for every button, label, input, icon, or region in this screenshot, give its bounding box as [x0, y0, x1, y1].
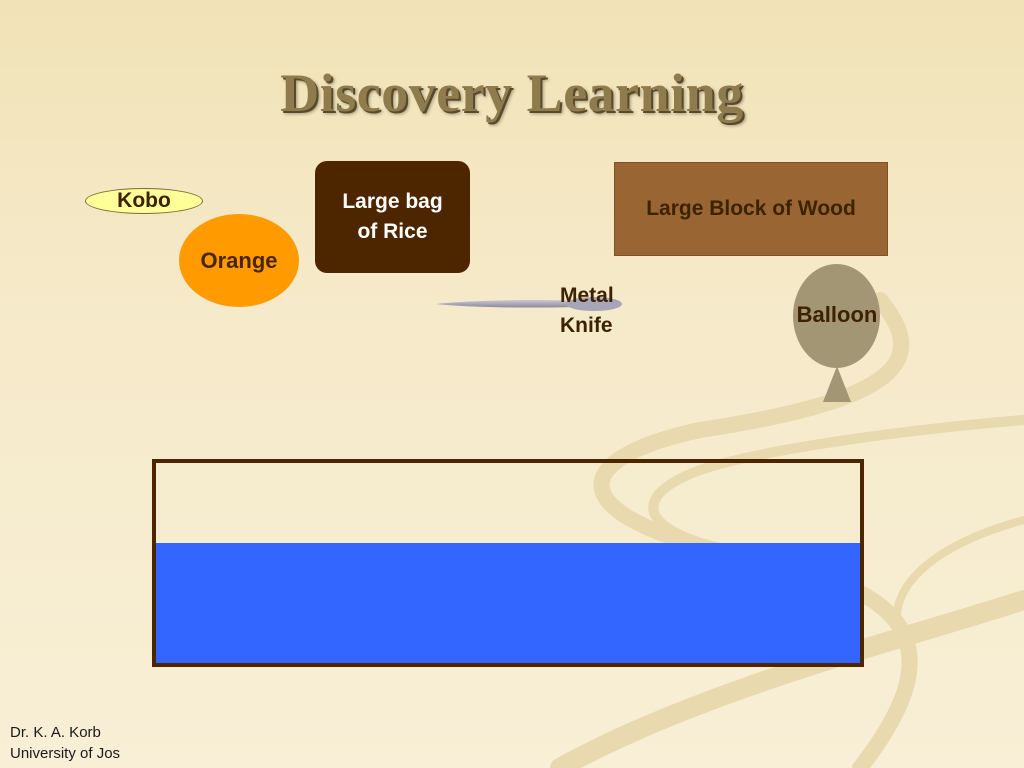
footer-institution: University of Jos: [10, 745, 121, 762]
footer-author: Dr. K. A. Korb: [10, 724, 101, 741]
balloon-shape: [793, 264, 880, 368]
footer-credit: Dr. K. A. Korb University of Jos: [10, 722, 120, 764]
water-tank: [152, 459, 864, 667]
knife-icon: [436, 297, 622, 311]
slide-title: Discovery Learning: [280, 63, 744, 123]
knife-label: Metal Knife: [560, 281, 640, 341]
orange-shape: Orange: [179, 214, 299, 307]
wood-block: Large Block of Wood: [614, 162, 888, 256]
rice-label-line1: Large bag: [342, 190, 443, 213]
rice-label-line2: of Rice: [357, 220, 428, 243]
tank-water: [156, 543, 860, 663]
balloon-tie-icon: [823, 366, 851, 402]
rice-bag-box: Large bag of Rice: [315, 161, 470, 273]
kobo-coin: Kobo: [85, 188, 203, 214]
knife-label-line2: Knife: [560, 314, 613, 337]
balloon-label: Balloon: [796, 302, 878, 327]
knife-label-line1: Metal: [560, 284, 614, 307]
